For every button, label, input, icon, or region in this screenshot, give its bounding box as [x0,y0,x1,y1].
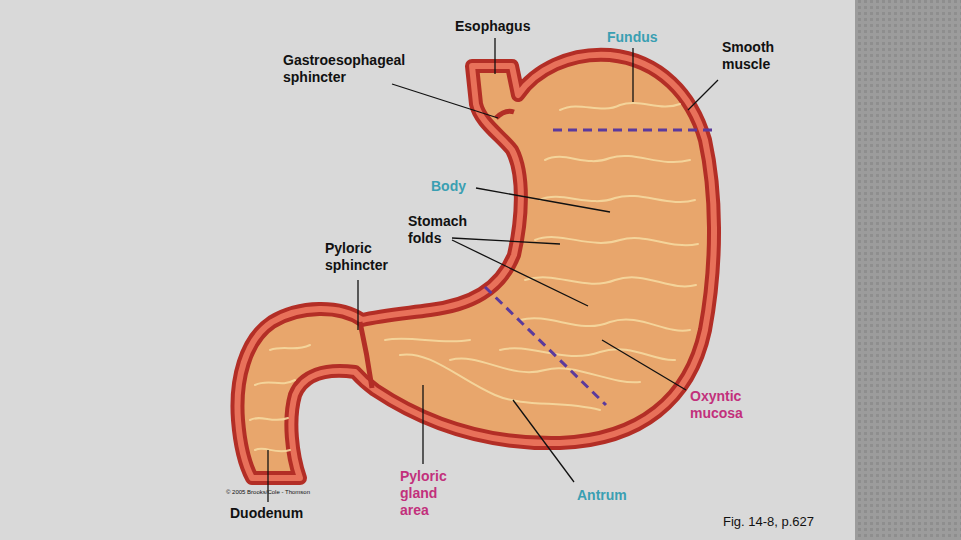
region-label: Antrum [577,487,627,504]
region-label: Fundus [607,29,658,46]
figure-caption: Fig. 14-8, p.627 [723,514,814,530]
part-label: Stomach folds [408,213,480,247]
part-label: Gastroesophageal sphincter [283,52,433,86]
part-label: Pyloric sphincter [325,240,407,274]
mucosa-label: Pyloric gland area [400,468,462,519]
part-label: Smooth muscle [722,39,794,73]
copyright-note: © 2005 Brooks/Cole - Thomson [226,488,310,496]
stomach [237,55,714,478]
part-label: Esophagus [455,18,530,35]
part-label: Duodenum [230,505,303,522]
mucosa-label: Oxyntic mucosa [690,388,762,422]
leader-lines [268,38,718,502]
side-strip [855,0,961,540]
region-label: Body [431,178,466,195]
